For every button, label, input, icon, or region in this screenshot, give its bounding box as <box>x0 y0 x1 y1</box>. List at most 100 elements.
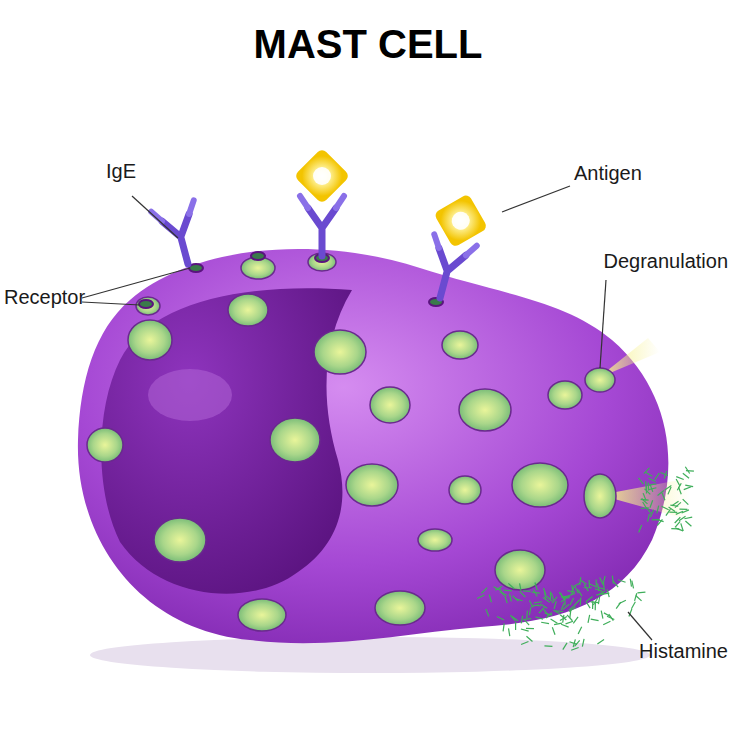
histamine-speck <box>676 479 680 486</box>
receptor-site <box>139 300 153 308</box>
histamine-speck <box>683 473 689 478</box>
histamine-speck <box>494 587 501 591</box>
histamine-speck <box>639 478 644 484</box>
histamine-speck <box>526 610 528 618</box>
histamine-speck <box>613 581 618 587</box>
histamine-speck <box>586 597 592 602</box>
histamine-speck <box>569 642 577 645</box>
histamine-speck <box>669 511 677 513</box>
histamine-speck <box>645 489 651 495</box>
histamine-speck <box>533 605 541 607</box>
antigen <box>433 193 488 248</box>
histamine-speck <box>635 593 637 601</box>
histamine-speck <box>612 576 613 584</box>
histamine-speck <box>571 647 578 650</box>
histamine-speck <box>554 601 556 609</box>
ige-antibody <box>294 148 351 256</box>
histamine-speck <box>529 607 530 615</box>
histamine-speck <box>684 487 691 490</box>
histamine-speck <box>509 628 510 636</box>
histamine-speck <box>665 485 672 489</box>
histamine-speck <box>630 579 631 587</box>
histamine-speck <box>589 583 596 586</box>
histamine-speck <box>685 521 691 526</box>
histamine-speck <box>648 483 649 491</box>
granule <box>128 320 172 360</box>
histamine-speck <box>660 472 667 475</box>
histamine-speck <box>535 617 543 619</box>
histamine-speck <box>505 596 508 604</box>
histamine-speck <box>641 499 649 501</box>
histamine-speck <box>677 483 681 490</box>
histamine-speck <box>552 627 555 635</box>
histamine-speck <box>533 589 537 596</box>
histamine-speck <box>683 499 689 505</box>
histamine-speck <box>661 506 668 510</box>
histamine-speck <box>563 643 567 650</box>
histamine-speck <box>543 598 549 603</box>
granule <box>346 464 398 506</box>
histamine-speck <box>657 506 659 514</box>
granule <box>314 330 366 374</box>
histamine-speck <box>544 609 549 615</box>
histamine-speck <box>632 581 634 589</box>
histamine-speck <box>523 590 531 592</box>
histamine-speck <box>648 514 650 522</box>
part-label: Degranulation <box>603 250 728 272</box>
histamine-speck <box>550 591 551 599</box>
histamine-speck <box>504 589 512 591</box>
histamine-speck <box>650 484 653 491</box>
cell-shadow <box>90 637 650 673</box>
histamine-speck <box>662 493 665 500</box>
histamine-speck <box>477 595 484 598</box>
histamine-speck <box>524 619 529 625</box>
histamine-speck <box>671 528 679 529</box>
histamine-speck <box>648 484 656 485</box>
histamine-speck <box>675 521 680 527</box>
histamine-speck <box>555 610 563 612</box>
histamine-speck <box>591 601 599 603</box>
nucleus <box>101 288 352 593</box>
histamine-speck <box>539 607 544 613</box>
histamine-speck <box>520 591 526 597</box>
part-label: Antigen <box>574 162 642 184</box>
granule <box>442 331 478 359</box>
histamine-speck <box>603 581 605 589</box>
histamine-speck <box>567 591 575 593</box>
histamine-speck <box>652 519 660 521</box>
histamine-speck <box>521 629 529 631</box>
granule <box>585 368 615 392</box>
histamine-speck <box>681 523 683 531</box>
histamine-speck <box>591 619 599 621</box>
histamine-speck <box>508 583 514 588</box>
histamine-speck <box>526 628 534 630</box>
histamine-speck <box>515 622 516 630</box>
part-label: IgE <box>106 160 136 182</box>
histamine-speck <box>645 472 652 476</box>
nucleolus <box>148 369 232 421</box>
histamine-speck <box>595 589 603 592</box>
histamine-speck <box>570 598 574 605</box>
granule <box>87 428 123 462</box>
histamine-speck <box>600 578 603 585</box>
histamine-speck <box>580 597 582 605</box>
histamine-speck <box>564 597 566 605</box>
granule <box>370 387 410 423</box>
histamine-speck <box>563 605 569 610</box>
granule <box>512 463 568 507</box>
histamine-speck <box>609 614 614 621</box>
histamine-speck <box>512 616 518 621</box>
histamine-speck <box>582 639 584 647</box>
histamine-speck <box>561 624 568 627</box>
histamine-speck <box>597 587 605 589</box>
granule <box>228 294 268 326</box>
histamine-speck <box>650 500 653 508</box>
histamine-speck <box>670 505 678 506</box>
histamine-speck <box>535 582 537 590</box>
histamine-speck <box>657 519 662 525</box>
histamine-speck <box>679 516 686 521</box>
histamine-speck <box>580 580 587 584</box>
histamine-speck <box>554 623 562 624</box>
